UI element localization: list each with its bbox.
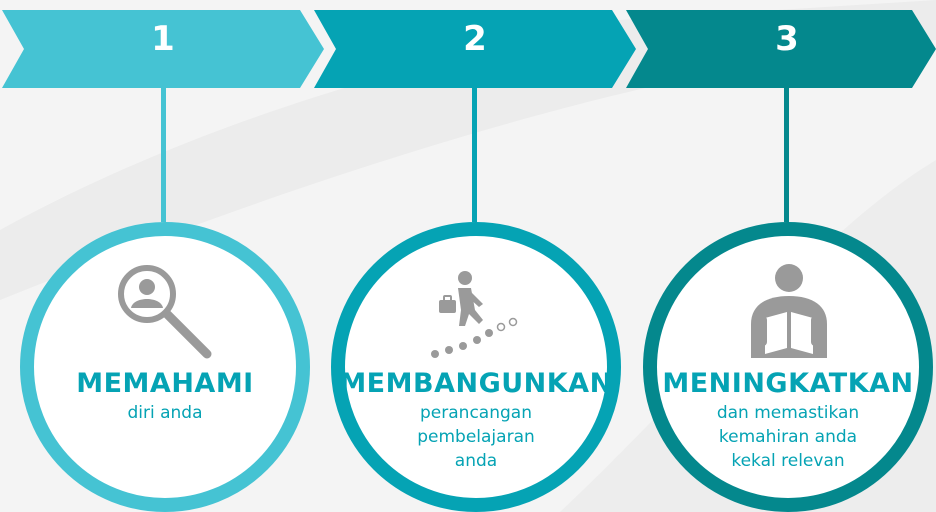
reading-person-icon [751, 264, 827, 358]
step-2-chevron [314, 10, 636, 88]
step-3-line: kekal relevan [731, 451, 845, 471]
step-2-title: MEMBANGUNKAN [339, 368, 613, 399]
step-2-line: anda [454, 451, 498, 471]
step-3-connector [784, 80, 789, 222]
step-2-line: perancangan [420, 403, 532, 423]
step-2-description: perancangan pembelajaran anda [326, 401, 626, 473]
step-1-number: 1 [151, 19, 175, 59]
climbing-steps-icon [431, 271, 518, 358]
step-3-line: kemahiran anda [718, 427, 858, 447]
step-2-connector [472, 80, 477, 222]
step-3-description: dan memastikan kemahiran anda kekal rele… [638, 401, 936, 473]
step-3-chevron [626, 10, 936, 88]
step-3-line: dan memastikan [716, 403, 860, 423]
step-1-chevron [2, 10, 324, 88]
step-1-connector [161, 80, 166, 222]
step-3-number: 3 [775, 19, 799, 59]
step-2-line: pembelajaran [417, 427, 535, 447]
magnifier-person-icon [118, 265, 212, 359]
step-1-line: diri anda [127, 403, 203, 423]
step-2-number: 2 [463, 19, 487, 59]
step-1-description: diri anda [15, 401, 315, 425]
step-3-title: MENINGKATKAN [662, 368, 914, 399]
step-1-title: MEMAHAMI [76, 368, 254, 399]
